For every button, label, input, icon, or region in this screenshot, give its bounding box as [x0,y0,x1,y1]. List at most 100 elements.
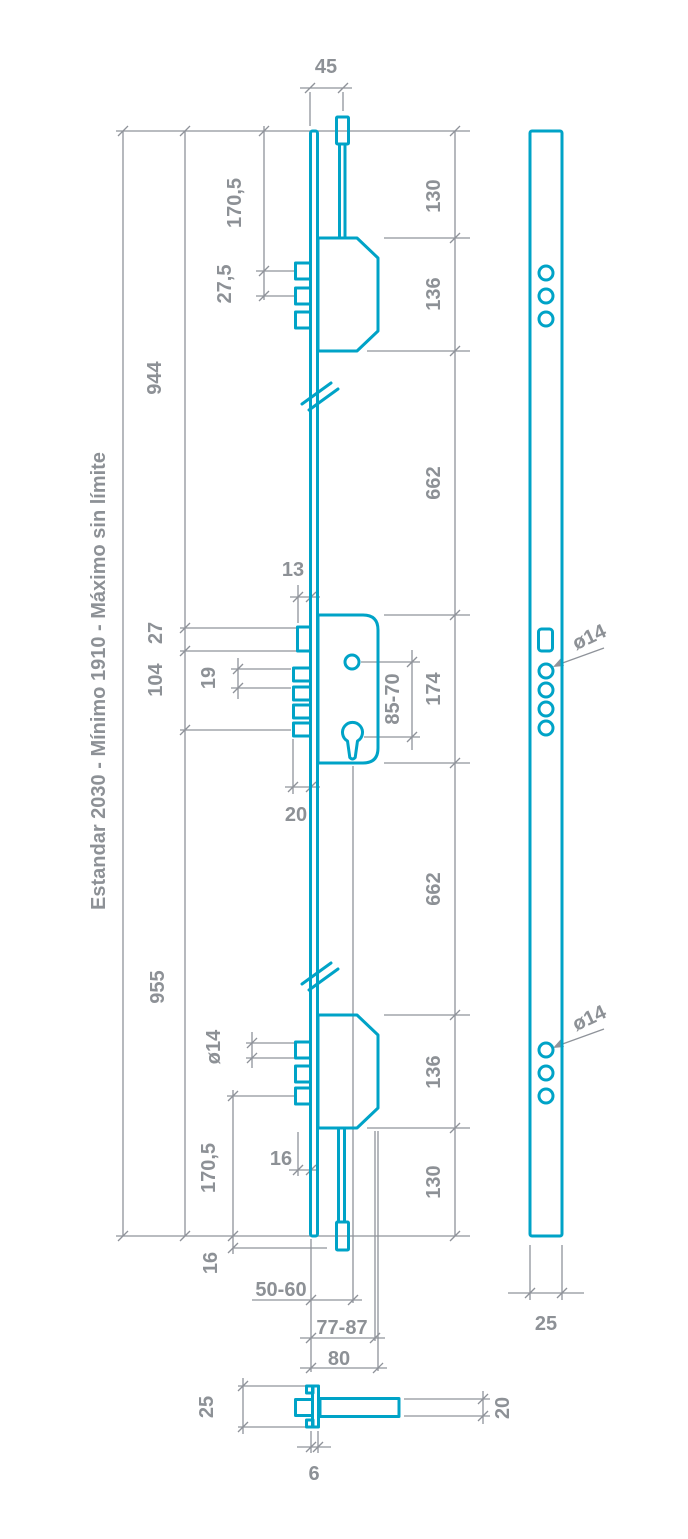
label-27: 27 [145,622,167,644]
tick [369,1332,381,1344]
dim-overall-height [117,125,129,1242]
label-20-profile: 20 [492,1397,514,1419]
label-170-5-bottom: 170,5 [198,1143,220,1193]
tick [337,82,349,94]
rod-bottom [337,1126,346,1224]
tick [347,1294,359,1306]
top-bolt-2 [294,286,312,306]
tick [232,663,244,675]
label-27-5: 27,5 [214,265,236,304]
top-bolt-1 [294,261,312,281]
dim-16-rod [289,1132,319,1176]
label-662-top: 662 [423,466,445,499]
dim-13 [290,585,320,623]
tick [305,1362,317,1374]
central-bolt-4 [292,721,312,738]
tick [246,1037,258,1049]
label-662-bottom: 662 [423,872,445,905]
tick [292,1164,304,1176]
bottom-cross-section [294,1384,401,1429]
rod-bottom-pin [335,1220,350,1252]
label-80: 80 [328,1348,350,1370]
multipoint-lock-body [292,115,380,1252]
dim-left-segments [179,125,296,1242]
tick [449,1230,461,1242]
bottom-lock-case [316,1013,380,1130]
tick [179,1230,191,1242]
strike-hole [537,719,555,737]
handle-follower-hole [343,653,361,671]
central-bolt-3 [292,703,312,720]
label-130-bottom: 130 [423,1165,445,1198]
tick [287,781,299,793]
strike-hole [537,662,555,680]
tick [305,1441,317,1453]
tick [556,1287,568,1299]
cylinder-keyhole [341,720,364,761]
dim-170-5-top-27-5 [256,125,294,302]
tick [477,1410,489,1422]
tick [312,1441,324,1453]
tick [305,1332,317,1344]
tick [477,1393,489,1405]
tick [449,125,461,137]
latch-bolt [296,625,312,653]
label-13: 13 [282,559,304,581]
dim-25-strike [508,1245,584,1300]
rod-top [338,142,347,240]
label-45: 45 [315,56,337,78]
strike-plate [528,129,564,1238]
tick [179,125,191,137]
tick [117,125,129,137]
label-130-top: 130 [423,179,445,212]
profile-flange-bottom [305,1418,315,1429]
strike-hole [537,287,555,305]
central-bolt-2 [292,685,312,702]
tick [305,1294,317,1306]
dim-profile-20 [404,1391,490,1424]
label-20-throw: 20 [285,804,307,826]
label-77-87: 77-87 [316,1317,367,1339]
dim-backsets [252,766,387,1374]
tick [227,1090,239,1102]
strike-hole [537,1064,555,1082]
tick [117,1230,129,1242]
strike-hole [537,681,555,699]
label-944: 944 [144,360,166,394]
tick [232,682,244,694]
tick [227,1230,239,1242]
central-bolt-1 [292,666,312,683]
tick [406,656,418,668]
tick [292,591,304,603]
label-104: 104 [145,662,167,696]
top-bolt-3 [294,310,312,330]
break-symbol-top [300,381,340,412]
label-note: Estandar 2030 - Mínimo 1910 - Máximo sin… [88,452,110,910]
strike-hole [537,264,555,282]
dimension-labels: 45 170,5 27,5 944 Estandar 2030 - Mínimo… [88,56,611,1485]
break-symbol-bottom [300,961,340,992]
strike-latch-window [537,627,554,653]
profile-flange-top [305,1384,315,1395]
label-o14-strike-low: ø14 [569,1001,610,1036]
label-955: 955 [147,970,169,1003]
bottom-bolt-3 [294,1086,312,1106]
tick [258,125,270,137]
dimension-linework [116,82,605,1453]
tick [237,1421,249,1433]
central-lock-case [316,613,380,765]
bottom-bolt-2 [294,1064,312,1084]
dim-o14-left [246,1032,294,1068]
label-6: 6 [308,1463,319,1485]
strike-plate-body [528,129,564,1238]
dim-right-segments [367,125,470,1242]
profile-rod-pocket [294,1398,314,1417]
top-lock-case [316,236,380,353]
label-16-bottom: 16 [200,1252,222,1274]
bottom-bolt-1 [294,1040,312,1060]
dim-profile-6 [297,1431,331,1453]
label-174: 174 [423,671,445,705]
dim-19 [231,658,291,699]
label-50-60: 50-60 [255,1279,306,1301]
